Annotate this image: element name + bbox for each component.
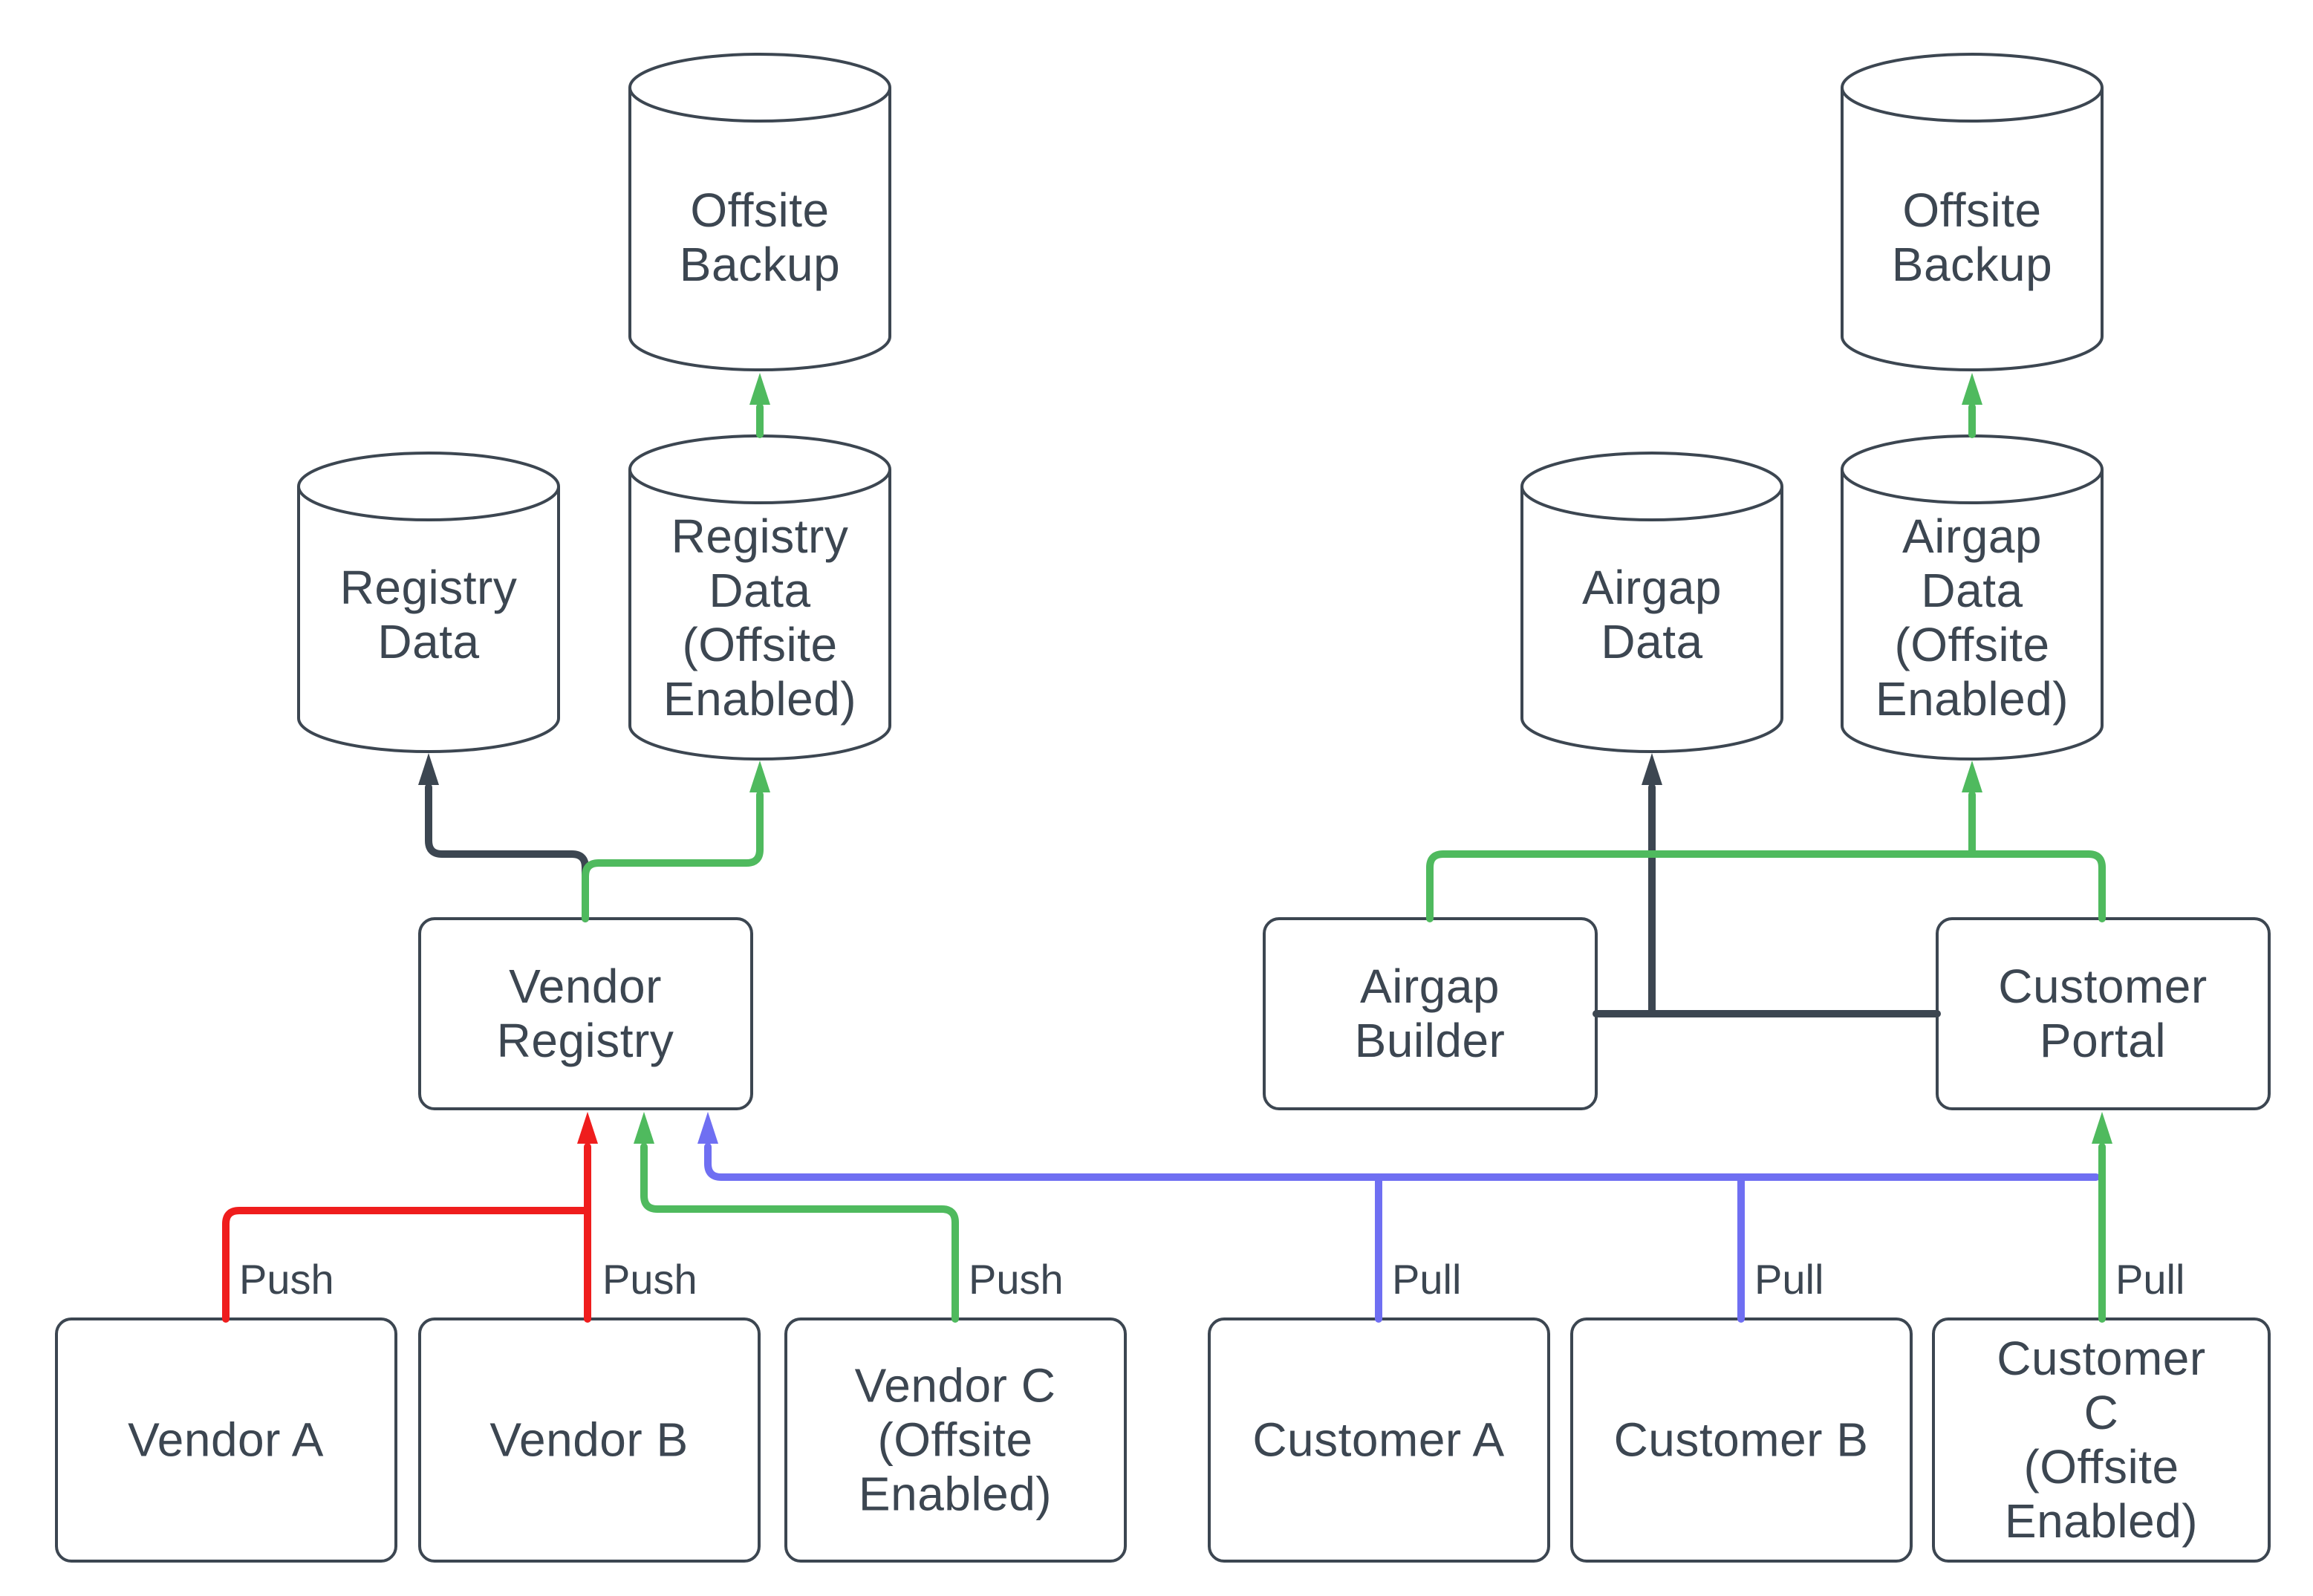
pull-label-customer-a: Pull [1392,1256,1462,1303]
edge-vendor-c-push [640,1143,959,1323]
arrowhead-customer-portal-green [2092,1112,2112,1144]
arrowhead-registry-data-offsite [749,760,770,792]
push-label-vendor-b: Push [602,1256,697,1303]
edge-vendor-registry-to-registry-data-offsite [582,791,764,922]
edge-vendor-a-push [222,1207,591,1323]
arrowhead-airgap-data-offsite [1962,760,1982,792]
arrowhead-vendor-registry-blue [697,1112,718,1144]
push-label-vendor-a: Push [239,1256,334,1303]
airgap-builder-label: Airgap Builder [1354,960,1506,1067]
node-airgap-data-offsite [1841,434,2104,760]
arrowhead-offsite-backup-left [749,373,770,405]
arrowhead-vendor-registry-green [634,1112,654,1144]
vendor-a-label: Vendor A [128,1413,324,1467]
node-offsite-backup-right [1841,53,2104,371]
pull-label-customer-b: Pull [1754,1256,1824,1303]
arrowhead-vendor-registry-red [577,1112,598,1144]
node-airgap-data [1520,452,1783,753]
node-offsite-backup-left [628,53,891,371]
push-label-vendor-c: Push [969,1256,1064,1303]
pull-label-customer-c: Pull [2115,1256,2185,1303]
offsite-backup-left-label: Offsite Backup [679,183,841,291]
edge-customers-pull-to-vendor-registry [704,1143,2100,1181]
customer-c-label: Customer C (Offsite Enabled) [1997,1332,2206,1548]
airgap-data-label: Airgap Data [1582,561,1722,668]
customer-portal-label: Customer Portal [1998,960,2208,1067]
vendor-b-label: Vendor B [489,1413,689,1467]
registry-data-offsite-label: Registry Data (Offsite Enabled) [663,509,857,726]
node-registry-data-offsite [628,434,891,760]
customer-a-label: Customer A [1252,1413,1505,1467]
edge-vendor-registry-to-registry-data [425,784,589,922]
arrowhead-airgap-data [1642,753,1662,785]
customer-b-label: Customer B [1613,1413,1869,1467]
arrowhead-offsite-backup-right [1962,373,1982,405]
airgap-data-offsite-label: Airgap Data (Offsite Enabled) [1875,509,2069,726]
edge-airgap-builder-customer-portal-green [1426,850,2106,922]
registry-data-label: Registry Data [339,561,518,668]
vendor-registry-label: Vendor Registry [496,960,674,1067]
node-registry-data [297,452,560,753]
offsite-backup-right-label: Offsite Backup [1891,183,2053,291]
arrowhead-registry-data [418,753,439,785]
vendor-c-label: Vendor C (Offsite Enabled) [854,1358,1056,1521]
